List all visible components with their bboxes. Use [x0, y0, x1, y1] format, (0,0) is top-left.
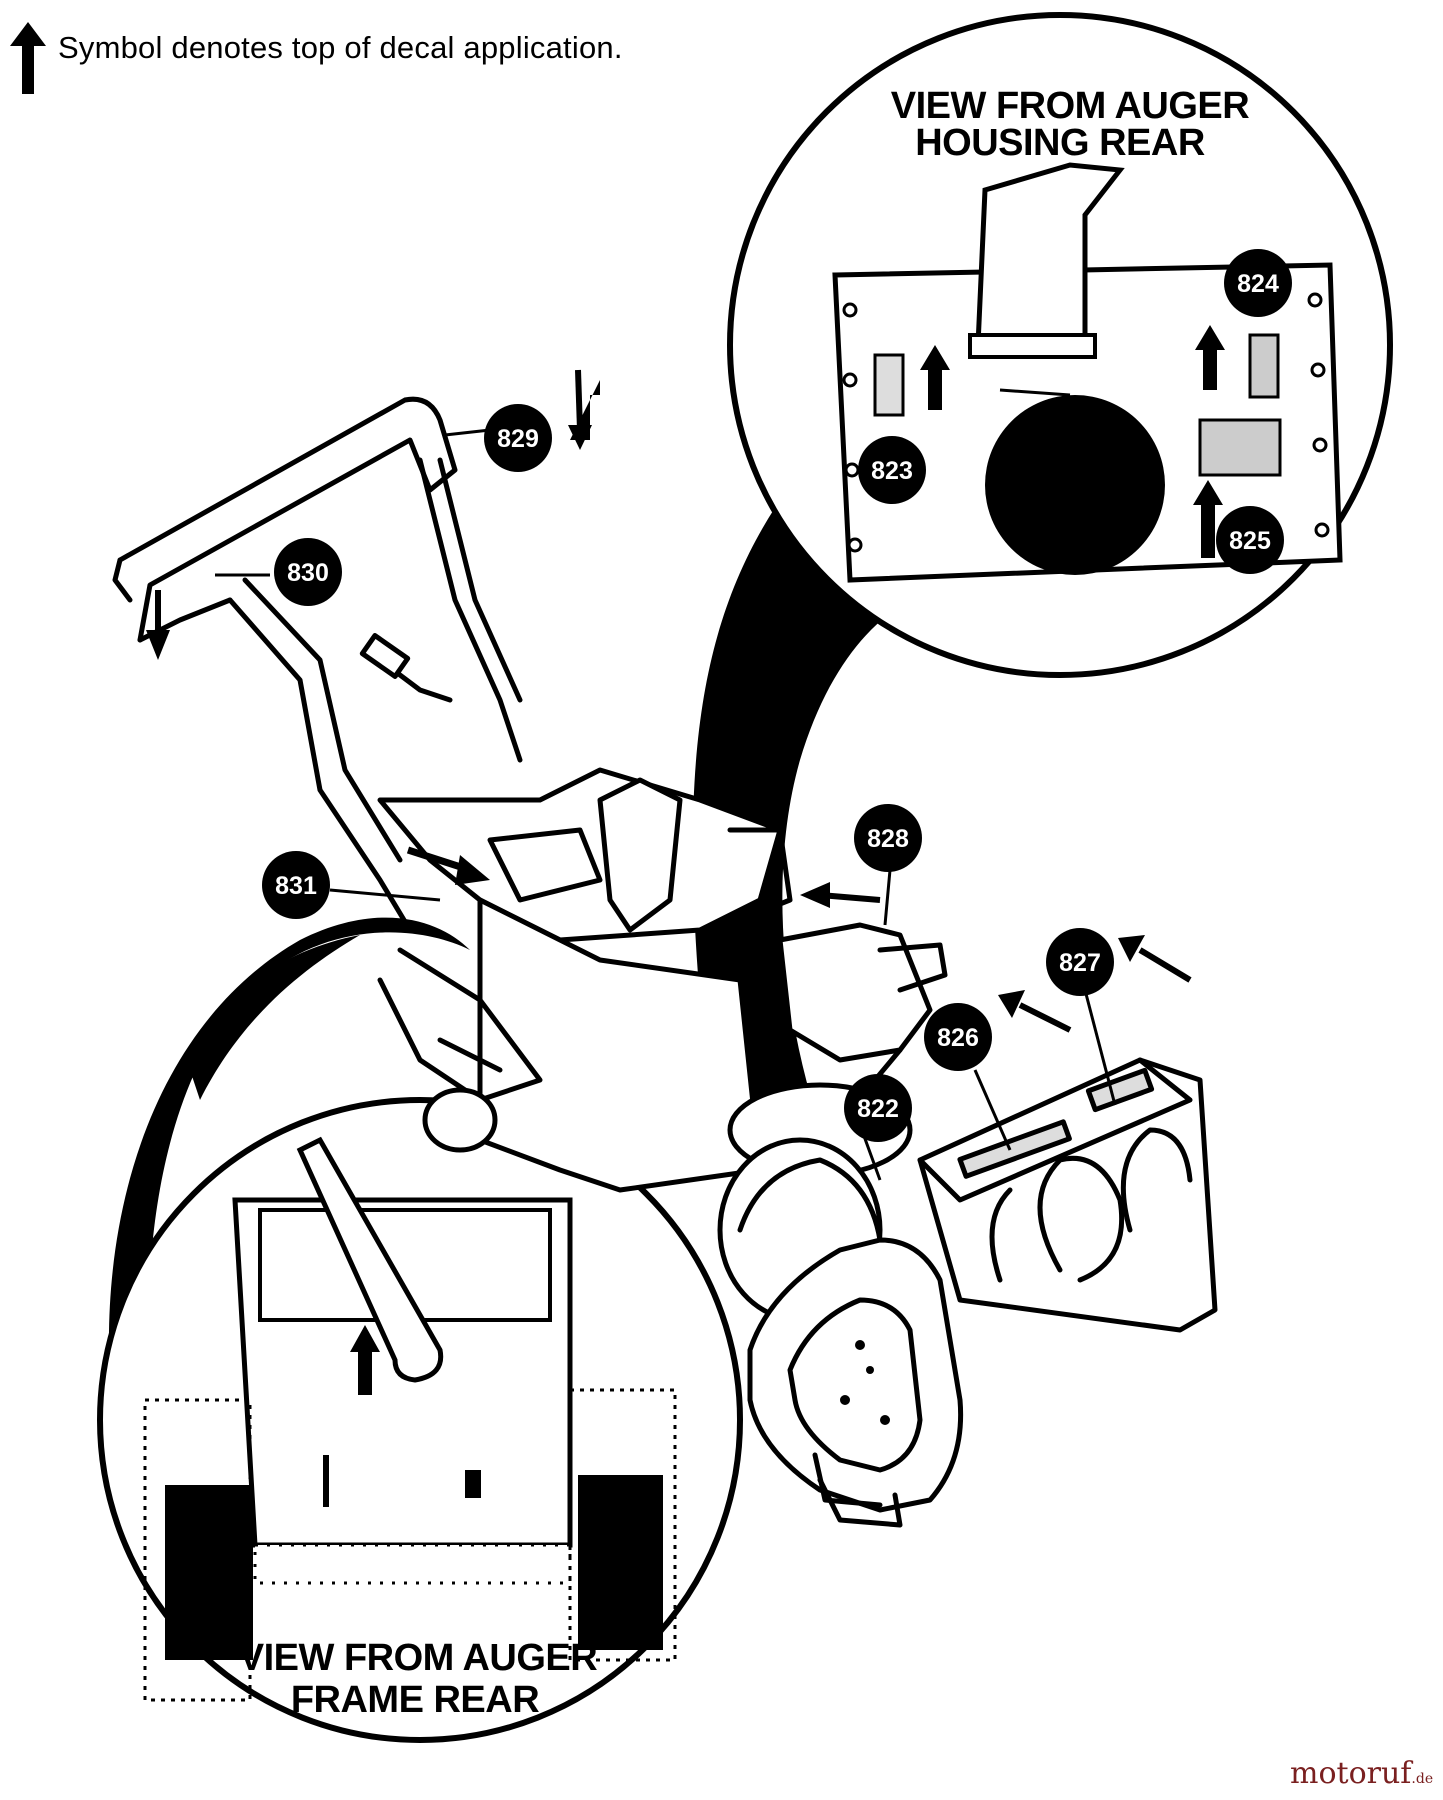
svg-text:824: 824 — [1237, 270, 1279, 298]
watermark: motoruf.de — [1290, 1756, 1434, 1791]
svg-text:825: 825 — [1229, 527, 1271, 555]
svg-text:827: 827 — [1059, 949, 1101, 977]
right-tire — [578, 1475, 663, 1650]
housing-inset-connector — [692, 500, 930, 1240]
svg-text:829: 829 — [497, 425, 539, 453]
svg-text:823: 823 — [871, 457, 913, 485]
decal-825-spot — [1198, 418, 1282, 477]
legend-text: Symbol denotes top of decal application. — [58, 30, 623, 65]
right-tire-outline — [568, 1388, 677, 1662]
frame-up-arrow — [350, 1325, 380, 1395]
callout-824: 824 — [1224, 249, 1292, 317]
up-arrow-icon — [10, 22, 46, 94]
svg-text:826: 826 — [937, 1024, 979, 1052]
svg-text:831: 831 — [275, 872, 317, 900]
decal-824-spot — [1248, 333, 1280, 399]
housing-inset-title-line2: HOUSING REAR — [915, 122, 1205, 164]
frame-inset-title-line1: VIEW FROM AUGER — [239, 1637, 597, 1679]
callout-823: 823 — [858, 436, 926, 504]
callout-830: 830 — [274, 538, 342, 606]
frame-bar-dotted — [253, 1543, 572, 1585]
callout-825: 825 — [1216, 506, 1284, 574]
callout-828: 828 — [854, 804, 922, 872]
inset-up-arrows — [920, 325, 1225, 558]
callout-leader-lines — [215, 428, 1117, 1181]
impeller-opening — [985, 395, 1165, 575]
left-tire — [165, 1485, 253, 1660]
callout-826: 826 — [924, 1003, 992, 1071]
decal-direction-arrows — [146, 369, 1192, 1033]
svg-text:828: 828 — [867, 825, 909, 853]
left-tire-outline — [143, 1398, 252, 1702]
callout-829: 829 — [484, 404, 552, 472]
svg-text:822: 822 — [857, 1095, 899, 1123]
frame-inset-title-line2: FRAME REAR — [291, 1679, 539, 1721]
callout-831: 831 — [262, 851, 330, 919]
callout-822: 822 — [844, 1074, 912, 1142]
decal-823-spot — [873, 353, 905, 417]
housing-rear-inset: VIEW FROM AUGER HOUSING REAR — [692, 12, 1393, 1240]
callout-827: 827 — [1046, 928, 1114, 996]
svg-text:830: 830 — [287, 559, 329, 587]
frame-handle-rod — [296, 1136, 444, 1383]
frame-rear-inset: VIEW FROM AUGER FRAME REAR — [97, 917, 743, 1743]
plate-bolt-holes — [842, 292, 1330, 553]
housing-inset-title-line1: VIEW FROM AUGER — [891, 85, 1249, 127]
chute-base-ring — [968, 333, 1097, 359]
frame-inset-connector — [108, 917, 470, 1380]
snowthrower-illustration — [112, 396, 1218, 1528]
